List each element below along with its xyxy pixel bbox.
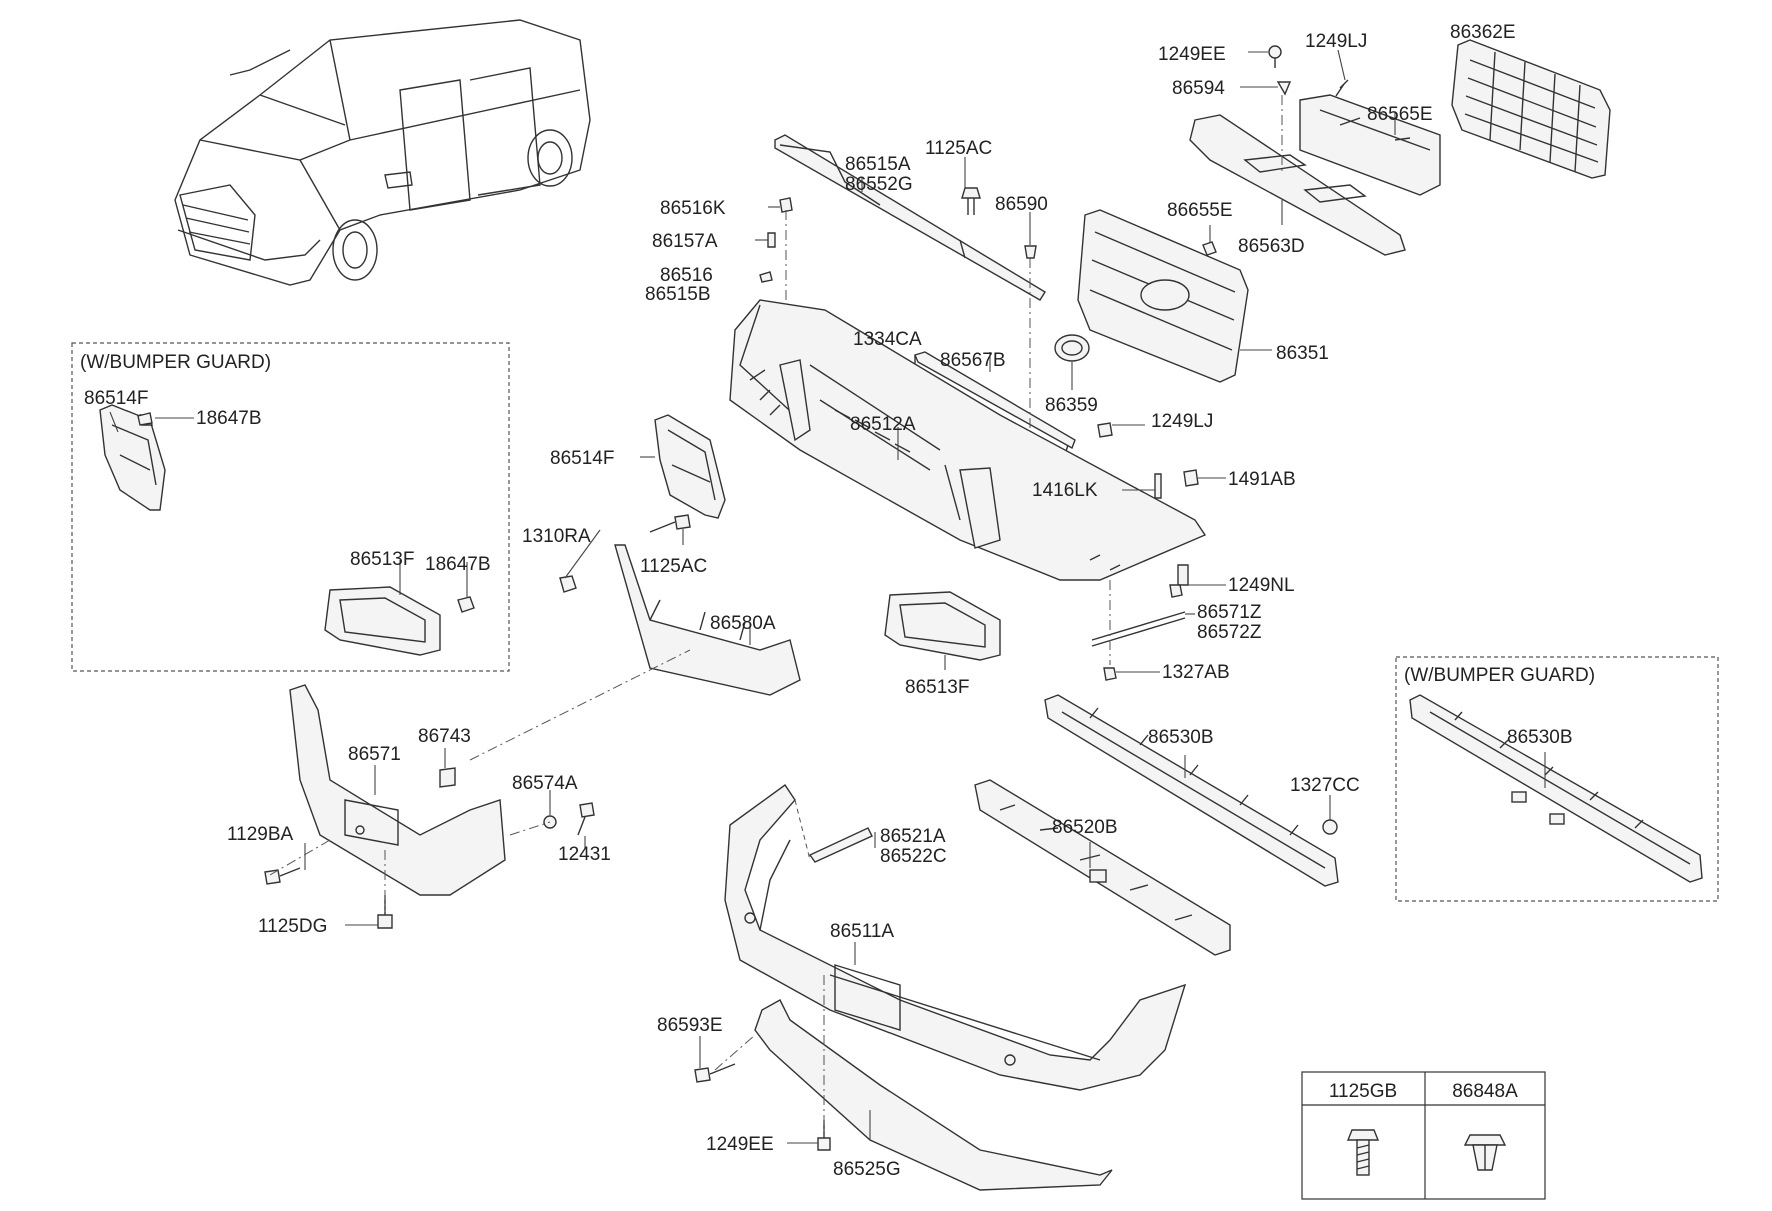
callout-86513F-guard: 86513F bbox=[350, 549, 414, 570]
callout-86565E: 86565E bbox=[1367, 104, 1433, 125]
callout-86513F: 86513F bbox=[905, 677, 969, 698]
legend-col1-header: 1125GB bbox=[1329, 1081, 1397, 1102]
callout-86552G: 86552G bbox=[845, 174, 913, 195]
callout-1334CA: 1334CA bbox=[853, 329, 922, 350]
radiator-grille-86351 bbox=[1054, 209, 1272, 390]
bumper-cover-86511A bbox=[694, 784, 1187, 1191]
callout-1416LK: 1416LK bbox=[1032, 480, 1098, 501]
callout-86514F-guard: 86514F bbox=[84, 388, 148, 409]
callout-86572Z: 86572Z bbox=[1197, 622, 1262, 643]
callout-86516K: 86516K bbox=[660, 198, 726, 219]
grille-assembly bbox=[1189, 39, 1611, 256]
callout-86563D: 86563D bbox=[1238, 236, 1305, 257]
callout-1249LJ: 1249LJ bbox=[1305, 31, 1367, 52]
callout-86580A: 86580A bbox=[710, 613, 776, 634]
callout-86530B: 86530B bbox=[1148, 727, 1214, 748]
upper-brackets bbox=[755, 134, 1076, 530]
callout-86362E: 86362E bbox=[1450, 22, 1516, 43]
callout-86516: 86516 bbox=[660, 265, 713, 286]
callout-86530B-guard: 86530B bbox=[1507, 727, 1573, 748]
bumper-guard-box-right: (W/BUMPER GUARD) bbox=[1395, 656, 1719, 902]
callout-1125AC: 1125AC bbox=[925, 138, 992, 159]
callout-86571: 86571 bbox=[348, 744, 401, 765]
bumper-guard-86571 bbox=[264, 649, 691, 929]
flange-bolt-icon bbox=[1346, 1129, 1380, 1176]
callout-86351: 86351 bbox=[1276, 343, 1329, 364]
push-clip-icon bbox=[1463, 1134, 1507, 1171]
callout-86743: 86743 bbox=[418, 726, 471, 747]
callout-86511A: 86511A bbox=[830, 921, 894, 942]
callout-86520B: 86520B bbox=[1052, 817, 1118, 838]
center-mid-parts bbox=[559, 414, 1195, 696]
callout-1125AC-mid: 1125AC bbox=[640, 556, 707, 577]
callout-86574A: 86574A bbox=[512, 773, 578, 794]
callout-1310RA: 1310RA bbox=[522, 526, 591, 547]
callout-86567B: 86567B bbox=[940, 350, 1006, 371]
callout-86359: 86359 bbox=[1045, 395, 1098, 416]
callout-1129BA: 1129BA bbox=[227, 824, 294, 845]
bumper-guard-box-left: (W/BUMPER GUARD) bbox=[71, 342, 510, 672]
callout-12431: 12431 bbox=[558, 844, 611, 865]
callout-86593E: 86593E bbox=[657, 1015, 723, 1036]
callout-86522C: 86522C bbox=[880, 846, 947, 867]
callout-86514F: 86514F bbox=[550, 448, 614, 469]
callout-86512A: 86512A bbox=[850, 414, 916, 435]
callout-1491AB: 1491AB bbox=[1228, 469, 1296, 490]
callout-1249NL: 1249NL bbox=[1228, 575, 1295, 596]
guard-box-title: (W/BUMPER GUARD) bbox=[80, 352, 271, 373]
callout-86157A: 86157A bbox=[652, 231, 718, 252]
vehicle-illustration bbox=[174, 19, 591, 286]
callout-1249EE-bottom: 1249EE bbox=[706, 1134, 774, 1155]
callout-1327AB: 1327AB bbox=[1162, 662, 1230, 683]
callout-labels: 1249EE 1249LJ 86362E 86594 86565E 86515A… bbox=[84, 22, 1573, 1180]
callout-1249LJ-mid: 1249LJ bbox=[1151, 411, 1213, 432]
callout-86525G: 86525G bbox=[833, 1159, 901, 1180]
callout-1327CC: 1327CC bbox=[1290, 775, 1360, 796]
callout-86594: 86594 bbox=[1172, 78, 1225, 99]
callout-86655E: 86655E bbox=[1167, 200, 1233, 221]
callout-1125DG: 1125DG bbox=[258, 916, 327, 937]
callout-18647B-upper: 18647B bbox=[196, 408, 262, 429]
fastener-legend-table: 1125GB 86848A bbox=[1301, 1071, 1546, 1200]
bumper-frame-86512A bbox=[729, 299, 1226, 586]
callout-86571Z: 86571Z bbox=[1197, 602, 1262, 623]
callout-18647B-lower: 18647B bbox=[425, 554, 491, 575]
callout-86515B: 86515B bbox=[645, 284, 711, 305]
legend-col2-header: 86848A bbox=[1452, 1081, 1518, 1102]
reinforcements bbox=[974, 694, 1339, 956]
callout-1249EE: 1249EE bbox=[1158, 44, 1226, 65]
callout-86515A: 86515A bbox=[845, 154, 911, 175]
callout-86590: 86590 bbox=[995, 194, 1048, 215]
guard-box-title-right: (W/BUMPER GUARD) bbox=[1404, 665, 1595, 686]
callout-86521A: 86521A bbox=[880, 826, 946, 847]
